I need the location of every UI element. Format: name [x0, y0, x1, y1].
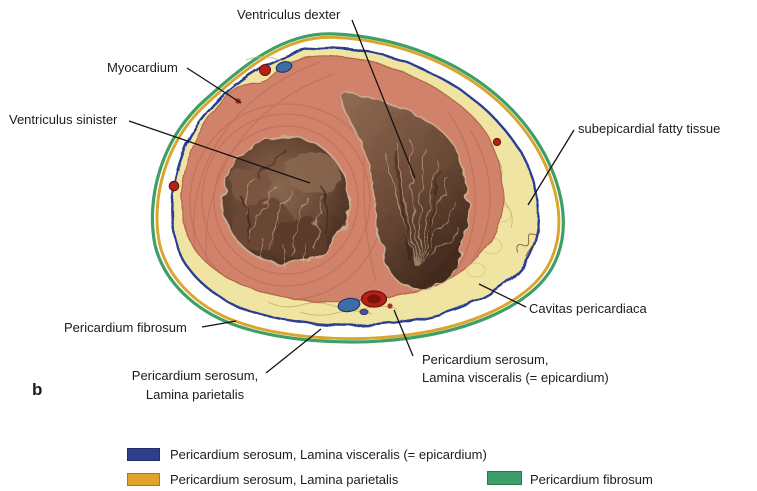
label-pericardium-fibrosum: Pericardium fibrosum: [64, 320, 187, 335]
legend-swatch-lamina-parietalis: [127, 473, 160, 486]
myocardium-fiber-texture: [189, 61, 491, 301]
label-ventriculus-sinister: Ventriculus sinister: [9, 112, 118, 127]
illustrator-signature: [516, 226, 541, 257]
leader-lines: [128, 19, 575, 374]
leader-ventriculus-dexter: [351, 19, 416, 179]
legend-label-lamina-visceralis: Pericardium serosum, Lamina visceralis (…: [170, 447, 487, 462]
leader-myocardium: [186, 67, 242, 104]
label-line: Lamina parietalis: [145, 387, 245, 402]
label-cavitas-pericardiaca: Cavitas pericardiaca: [529, 301, 647, 316]
legend-label-lamina-parietalis: Pericardium serosum, Lamina parietalis: [170, 472, 399, 487]
label-line: Pericardium serosum,: [422, 352, 549, 367]
label-pericardium-serosum-lamina-parietalis: Pericardium serosum, Lamina parietalis: [117, 366, 273, 404]
label-subepicardial-fatty-tissue: subepicardial fatty tissue: [578, 121, 721, 136]
label-line: Lamina visceralis (= epicardium): [422, 370, 609, 385]
label-ventriculus-dexter: Ventriculus dexter: [237, 7, 341, 22]
label-line: Pericardium serosum,: [131, 368, 259, 383]
label-pericardium-serosum-lamina-visceralis: Pericardium serosum, Lamina visceralis (…: [422, 351, 609, 387]
label-myocardium: Myocardium: [107, 60, 178, 75]
leader-lamina-parietalis: [265, 328, 322, 374]
leader-cavitas-pericardiaca: [478, 283, 527, 308]
ventriculus-dexter-cavity: [340, 91, 469, 290]
ventriculus-sinister-cavity: [222, 135, 350, 268]
panel-letter: b: [32, 380, 43, 399]
coronary-vessels: [168, 61, 502, 316]
leader-subepicardial-fatty-tissue: [527, 129, 575, 206]
leader-pericardium-fibrosum: [201, 320, 237, 328]
leader-lamina-visceralis: [393, 309, 414, 357]
legend-label-pericardium-fibrosum: Pericardium fibrosum: [530, 472, 653, 487]
legend-swatch-lamina-visceralis: [127, 448, 160, 461]
leader-ventriculus-sinister: [128, 120, 311, 184]
legend-swatch-pericardium-fibrosum: [487, 471, 522, 485]
